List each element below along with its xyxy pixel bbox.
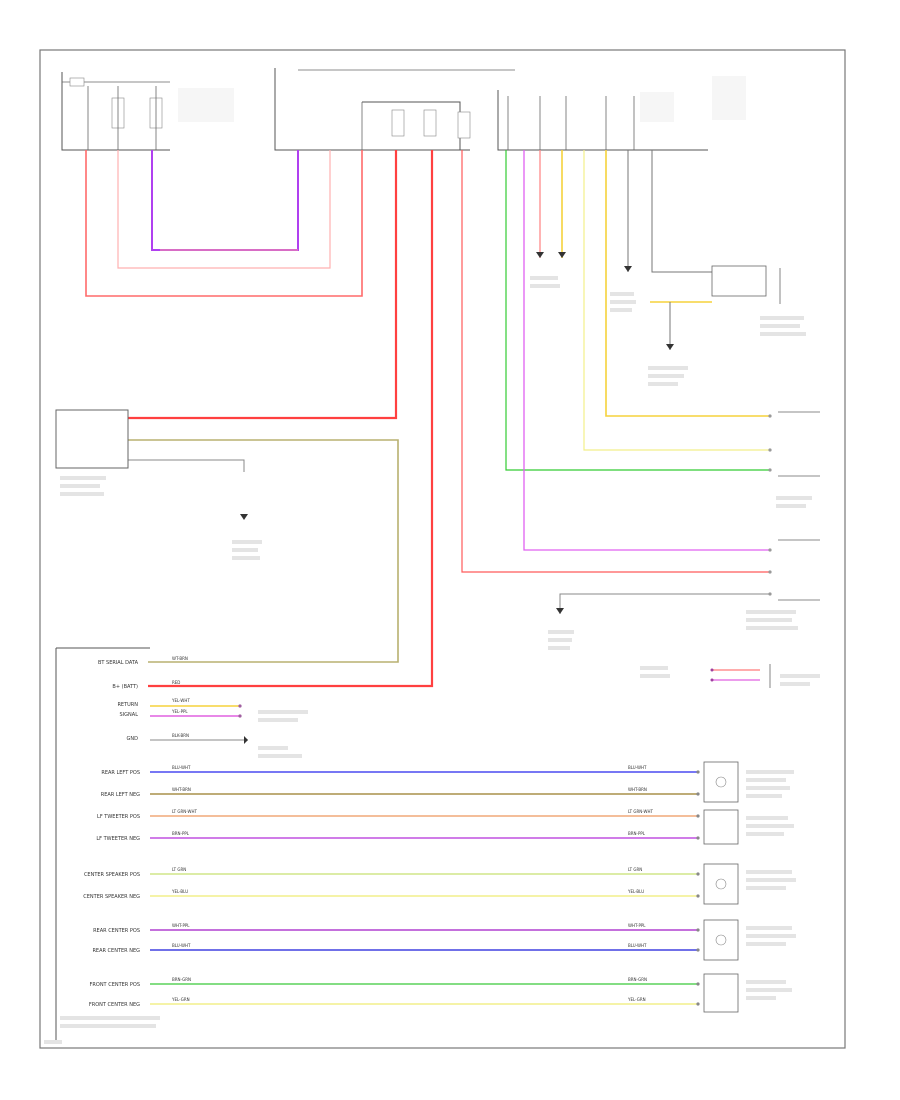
label-rear-center-pos: REAR CENTER POS [93, 928, 140, 934]
bus-wire-codes: BLU-WHT WHT-BRN LT GRN-WHT BRN-PPL LT GR… [171, 765, 654, 1002]
svg-text:BLU-WHT: BLU-WHT [172, 943, 191, 948]
component-left-mid [55, 409, 129, 469]
wire-red-battery [148, 150, 434, 688]
wire-gray-ground [128, 459, 245, 472]
label-rear-left-pos: REAR LEFT POS [101, 770, 140, 776]
bus-terminals [696, 770, 700, 1006]
speaker-left-tweeter [703, 809, 739, 845]
speaker-bus [150, 771, 698, 1005]
speaker-left-rear [703, 761, 739, 803]
label-rear-left-neg: REAR LEFT NEG [101, 792, 140, 798]
ground-arrows [240, 252, 674, 744]
svg-text:BRN-GRN: BRN-GRN [628, 977, 647, 982]
component-top-middle [274, 68, 515, 151]
bus-labels: REAR LEFT POS REAR LEFT NEG LF TWEETER P… [83, 770, 140, 1008]
connector-instrument [710, 664, 771, 688]
connector-left-lower [55, 647, 150, 1040]
svg-text:YEL-BLU: YEL-BLU [171, 889, 188, 894]
wire-yellow-right-2 [605, 150, 770, 417]
component-top-left [61, 72, 234, 151]
svg-text:WHT-BRN: WHT-BRN [628, 787, 647, 792]
terminal-markers-right [768, 414, 772, 596]
svg-text:LT GRN-WHT: LT GRN-WHT [172, 809, 198, 814]
svg-text:YEL-BLU: YEL-BLU [627, 889, 644, 894]
component-top-right [497, 76, 746, 151]
wire-code-bt-serial: WT-BRN [172, 656, 188, 661]
diagram-frame [39, 49, 846, 1049]
wire-code-return: YEL-WHT [171, 698, 190, 703]
label-return: RETURN [117, 702, 138, 708]
stub-terminal-1 [238, 704, 242, 708]
svg-text:LT GRN: LT GRN [172, 867, 186, 872]
speaker-front-center [703, 973, 739, 1013]
speaker-center [703, 863, 739, 905]
wire-red-top-left [85, 150, 363, 297]
wire-magenta-right [523, 150, 770, 551]
illegible-label-blocks [44, 276, 820, 1044]
wire-code-gnd: BLK-BRN [172, 733, 189, 738]
label-center-neg: CENTER SPEAKER NEG [83, 894, 140, 900]
svg-text:WHT-BRN: WHT-BRN [172, 787, 191, 792]
svg-text:WHT-PPL: WHT-PPL [172, 923, 190, 928]
label-front-center-pos: FRONT CENTER POS [90, 982, 140, 988]
label-lf-tweeter-pos: LF TWEETER POS [97, 814, 140, 820]
wire-pink-top-left [117, 150, 331, 269]
connector-right-top [711, 265, 781, 304]
svg-text:WHT-PPL: WHT-PPL [628, 923, 646, 928]
label-signal: SIGNAL [120, 712, 139, 718]
wire-green-right [505, 150, 770, 471]
svg-text:YEL-GRN: YEL-GRN [627, 997, 646, 1002]
svg-text:BRN-PPL: BRN-PPL [628, 831, 646, 836]
svg-text:BRN-PPL: BRN-PPL [172, 831, 190, 836]
left-lower-labels: BT SERIAL DATA B+ (BATT) RETURN SIGNAL G… [98, 660, 139, 742]
svg-text:BRN-GRN: BRN-GRN [172, 977, 191, 982]
svg-text:BLU-WHT: BLU-WHT [172, 765, 191, 770]
stub-terminal-2 [238, 714, 242, 718]
svg-text:YEL-GRN: YEL-GRN [171, 997, 190, 1002]
label-bt-serial: BT SERIAL DATA [98, 660, 139, 666]
label-gnd: GND [127, 736, 139, 742]
wire-code-battery: RED [172, 680, 180, 685]
svg-text:BLU-WHT: BLU-WHT [628, 943, 647, 948]
wire-code-signal: YEL-PPL [171, 709, 188, 714]
left-lower-wire-codes: WT-BRN RED YEL-WHT YEL-PPL BLK-BRN [171, 656, 190, 738]
svg-text:LT GRN-WHT: LT GRN-WHT [628, 809, 654, 814]
wire-gray-ground-right [559, 593, 770, 614]
wire-tan [128, 439, 399, 663]
wire-gray-right-2 [651, 150, 712, 273]
bracket-right-2 [778, 539, 820, 601]
label-rear-center-neg: REAR CENTER NEG [92, 948, 140, 954]
wire-red-main [128, 150, 398, 420]
label-front-center-neg: FRONT CENTER NEG [89, 1002, 140, 1008]
label-lf-tweeter-neg: LF TWEETER NEG [96, 836, 140, 842]
wire-yellow-right [583, 150, 770, 451]
label-center-pos: CENTER SPEAKER POS [84, 872, 140, 878]
label-battery: B+ (BATT) [112, 684, 138, 690]
bracket-right-1 [778, 411, 820, 477]
svg-text:LT GRN: LT GRN [628, 867, 642, 872]
svg-text:BLU-WHT: BLU-WHT [628, 765, 647, 770]
wire-violet-top-left [151, 150, 299, 251]
wire-red-right [461, 150, 770, 573]
speaker-rear-center [703, 919, 739, 961]
